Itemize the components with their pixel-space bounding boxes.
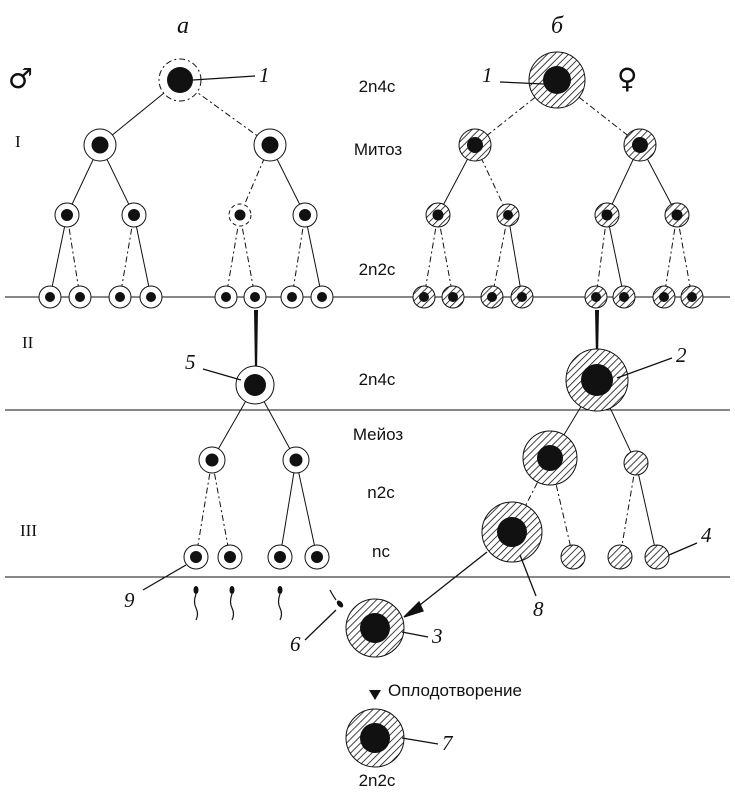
- zygote: [345, 708, 405, 768]
- spermatid: [217, 544, 243, 570]
- female-primordial-cell: [528, 51, 586, 109]
- female-oogonium: [652, 285, 676, 309]
- female-mitosis-cell: [458, 128, 492, 162]
- spermatid: [304, 544, 330, 570]
- ploidy-label-zygote: 2n2c: [359, 771, 396, 790]
- male-spermatogonium: [139, 285, 163, 309]
- male-mitosis-cell: [228, 203, 252, 227]
- male-spermatogonium: [243, 285, 267, 309]
- female-mitosis-cell: [496, 203, 520, 227]
- male-cells: [38, 58, 334, 570]
- male-spermatogonium: [310, 285, 334, 309]
- secondary-oocyte: [522, 430, 578, 486]
- fertilization-arrow: [369, 690, 381, 700]
- polar-body: [644, 544, 670, 570]
- primary-spermatocyte: [235, 365, 275, 405]
- male-spermatogonium: [68, 285, 92, 309]
- ovum-arrow: [410, 551, 488, 613]
- spermatid: [267, 544, 293, 570]
- male-symbol: ♂: [8, 62, 33, 95]
- callout-1-female: 1: [482, 63, 493, 87]
- polar-body: [623, 450, 649, 476]
- growth-connectors: [254, 310, 599, 372]
- female-oogonium: [612, 285, 636, 309]
- male-mitosis-cell: [253, 128, 287, 162]
- ploidy-label-2n4c-top: 2n4c: [359, 77, 396, 96]
- ploidy-label-nc: nc: [372, 542, 390, 561]
- polar-body: [607, 544, 633, 570]
- callout-5: 5: [185, 350, 196, 374]
- female-mitosis-cell: [623, 128, 657, 162]
- male-spermatogonium: [280, 285, 304, 309]
- male-spermatogonium: [214, 285, 238, 309]
- callout-leaders: [142, 75, 698, 745]
- male-mitosis-cell: [54, 202, 80, 228]
- callout-7: 7: [442, 731, 454, 755]
- secondary-spermatocyte: [282, 446, 310, 474]
- female-oogonium: [584, 285, 608, 309]
- primary-oocyte: [565, 348, 629, 412]
- mature-ovum: [481, 501, 543, 563]
- callout-3: 3: [431, 624, 443, 648]
- male-spermatogonium: [38, 285, 62, 309]
- male-mitosis-cell: [121, 202, 147, 228]
- arrow-head: [403, 600, 424, 618]
- callout-1-male: 1: [259, 63, 270, 87]
- sperm-cell: [329, 589, 344, 608]
- female-mitosis-cell: [594, 202, 620, 228]
- sperm-cell: [229, 586, 235, 621]
- callout-4: 4: [701, 523, 712, 547]
- column-male-header: а: [177, 13, 189, 39]
- male-primordial-cell: [158, 58, 202, 102]
- stage-III-label: III: [20, 521, 37, 540]
- callout-6: 6: [290, 632, 301, 656]
- female-mitosis-cell: [425, 202, 451, 228]
- secondary-spermatocyte: [198, 446, 226, 474]
- male-spermatogonium: [108, 285, 132, 309]
- column-female-header: б: [551, 13, 564, 39]
- meiosis-label: Мейоз: [353, 425, 404, 444]
- female-oogonium: [480, 285, 504, 309]
- ploidy-label-2n4c-mid: 2n4c: [359, 370, 396, 389]
- stage-I-label: I: [15, 132, 21, 151]
- polar-body: [560, 544, 586, 570]
- female-oogonium: [680, 285, 704, 309]
- ploidy-label-n2c: n2c: [367, 483, 395, 502]
- mitosis-label: Митоз: [354, 140, 403, 159]
- callout-2: 2: [676, 343, 687, 367]
- callout-9: 9: [124, 588, 135, 612]
- sperm-cells: [193, 586, 344, 621]
- spermatid: [183, 544, 209, 570]
- arrows: [369, 551, 488, 700]
- female-oogonium: [441, 285, 465, 309]
- female-oogonium: [510, 285, 534, 309]
- female-oogonium: [412, 285, 436, 309]
- female-symbol: ♀: [617, 62, 638, 95]
- callout-8: 8: [533, 597, 544, 621]
- female-mitosis-cell: [664, 202, 690, 228]
- male-mitosis-cell: [83, 128, 117, 162]
- female-cells: [345, 51, 704, 768]
- fertilization-label: Оплодотворение: [388, 681, 522, 700]
- stage-II-label: II: [22, 333, 34, 352]
- sperm-cell: [277, 586, 283, 621]
- sperm-cell: [193, 586, 199, 621]
- male-mitosis-cell: [292, 202, 318, 228]
- fertilized-egg: [345, 598, 405, 658]
- ploidy-label-2n2c: 2n2c: [359, 260, 396, 279]
